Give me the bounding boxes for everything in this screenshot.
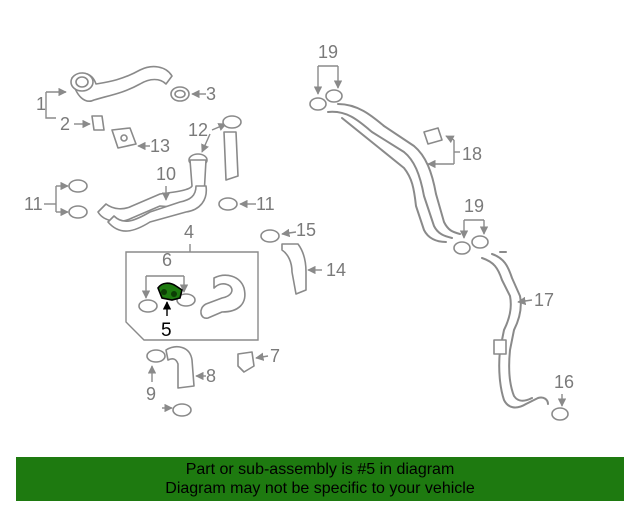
label-11a: 11 [24,194,43,214]
part-5-highlighted: 5 [157,282,183,341]
callout-19-top: 19 [309,42,343,111]
callout-10: 10 [156,164,176,201]
label-17: 17 [534,290,554,310]
label-10: 10 [156,164,176,184]
callout-11-right: 11 [218,194,275,214]
callout-8: 8 [146,346,216,389]
callout-19-mid: 19 [453,196,489,255]
callout-15: 15 [260,220,316,243]
parts-diagram: 1 2 3 13 12 10 11 [24,42,574,421]
callout-1: 1 [36,87,67,119]
label-5: 5 [161,320,172,341]
label-9: 9 [146,384,156,404]
part-upper-pipe [327,103,461,243]
callout-2: 2 [60,114,105,134]
callout-18: 18 [423,127,482,169]
part-1-hose [70,65,173,102]
label-19a: 19 [318,42,338,62]
label-16: 16 [554,372,574,392]
callout-13: 13 [111,127,170,156]
callout-7: 7 [237,346,280,373]
label-7: 7 [270,346,280,366]
callout-11-left: 11 [24,179,88,219]
label-11b: 11 [256,194,275,214]
label-14: 14 [326,260,346,280]
label-15: 15 [296,220,316,240]
label-18: 18 [462,144,482,164]
label-8: 8 [206,366,216,386]
footer-line-1: Part or sub-assembly is #5 in diagram [185,461,455,478]
label-1: 1 [36,94,46,114]
callout-16: 16 [551,372,574,421]
callout-9: 9 [146,365,192,417]
label-12: 12 [188,120,208,140]
part-10-hose [97,131,239,232]
footer-banner: Part or sub-assembly is #5 in diagram Di… [16,457,624,501]
label-6: 6 [162,250,172,270]
callout-14: 14 [307,260,346,280]
footer-line-2: Diagram may not be specific to your vehi… [165,480,475,497]
callout-6: 6 [138,250,196,313]
label-13: 13 [150,136,170,156]
callout-3: 3 [170,84,216,104]
label-2: 2 [60,114,70,134]
callout-4: 4 [184,222,194,252]
part-17-pipe [481,251,549,409]
label-4: 4 [184,222,194,242]
callout-17: 17 [517,290,554,310]
part-6-hose [200,274,246,319]
label-3: 3 [206,84,216,104]
part-14-hose [281,243,307,295]
label-19b: 19 [464,196,484,216]
